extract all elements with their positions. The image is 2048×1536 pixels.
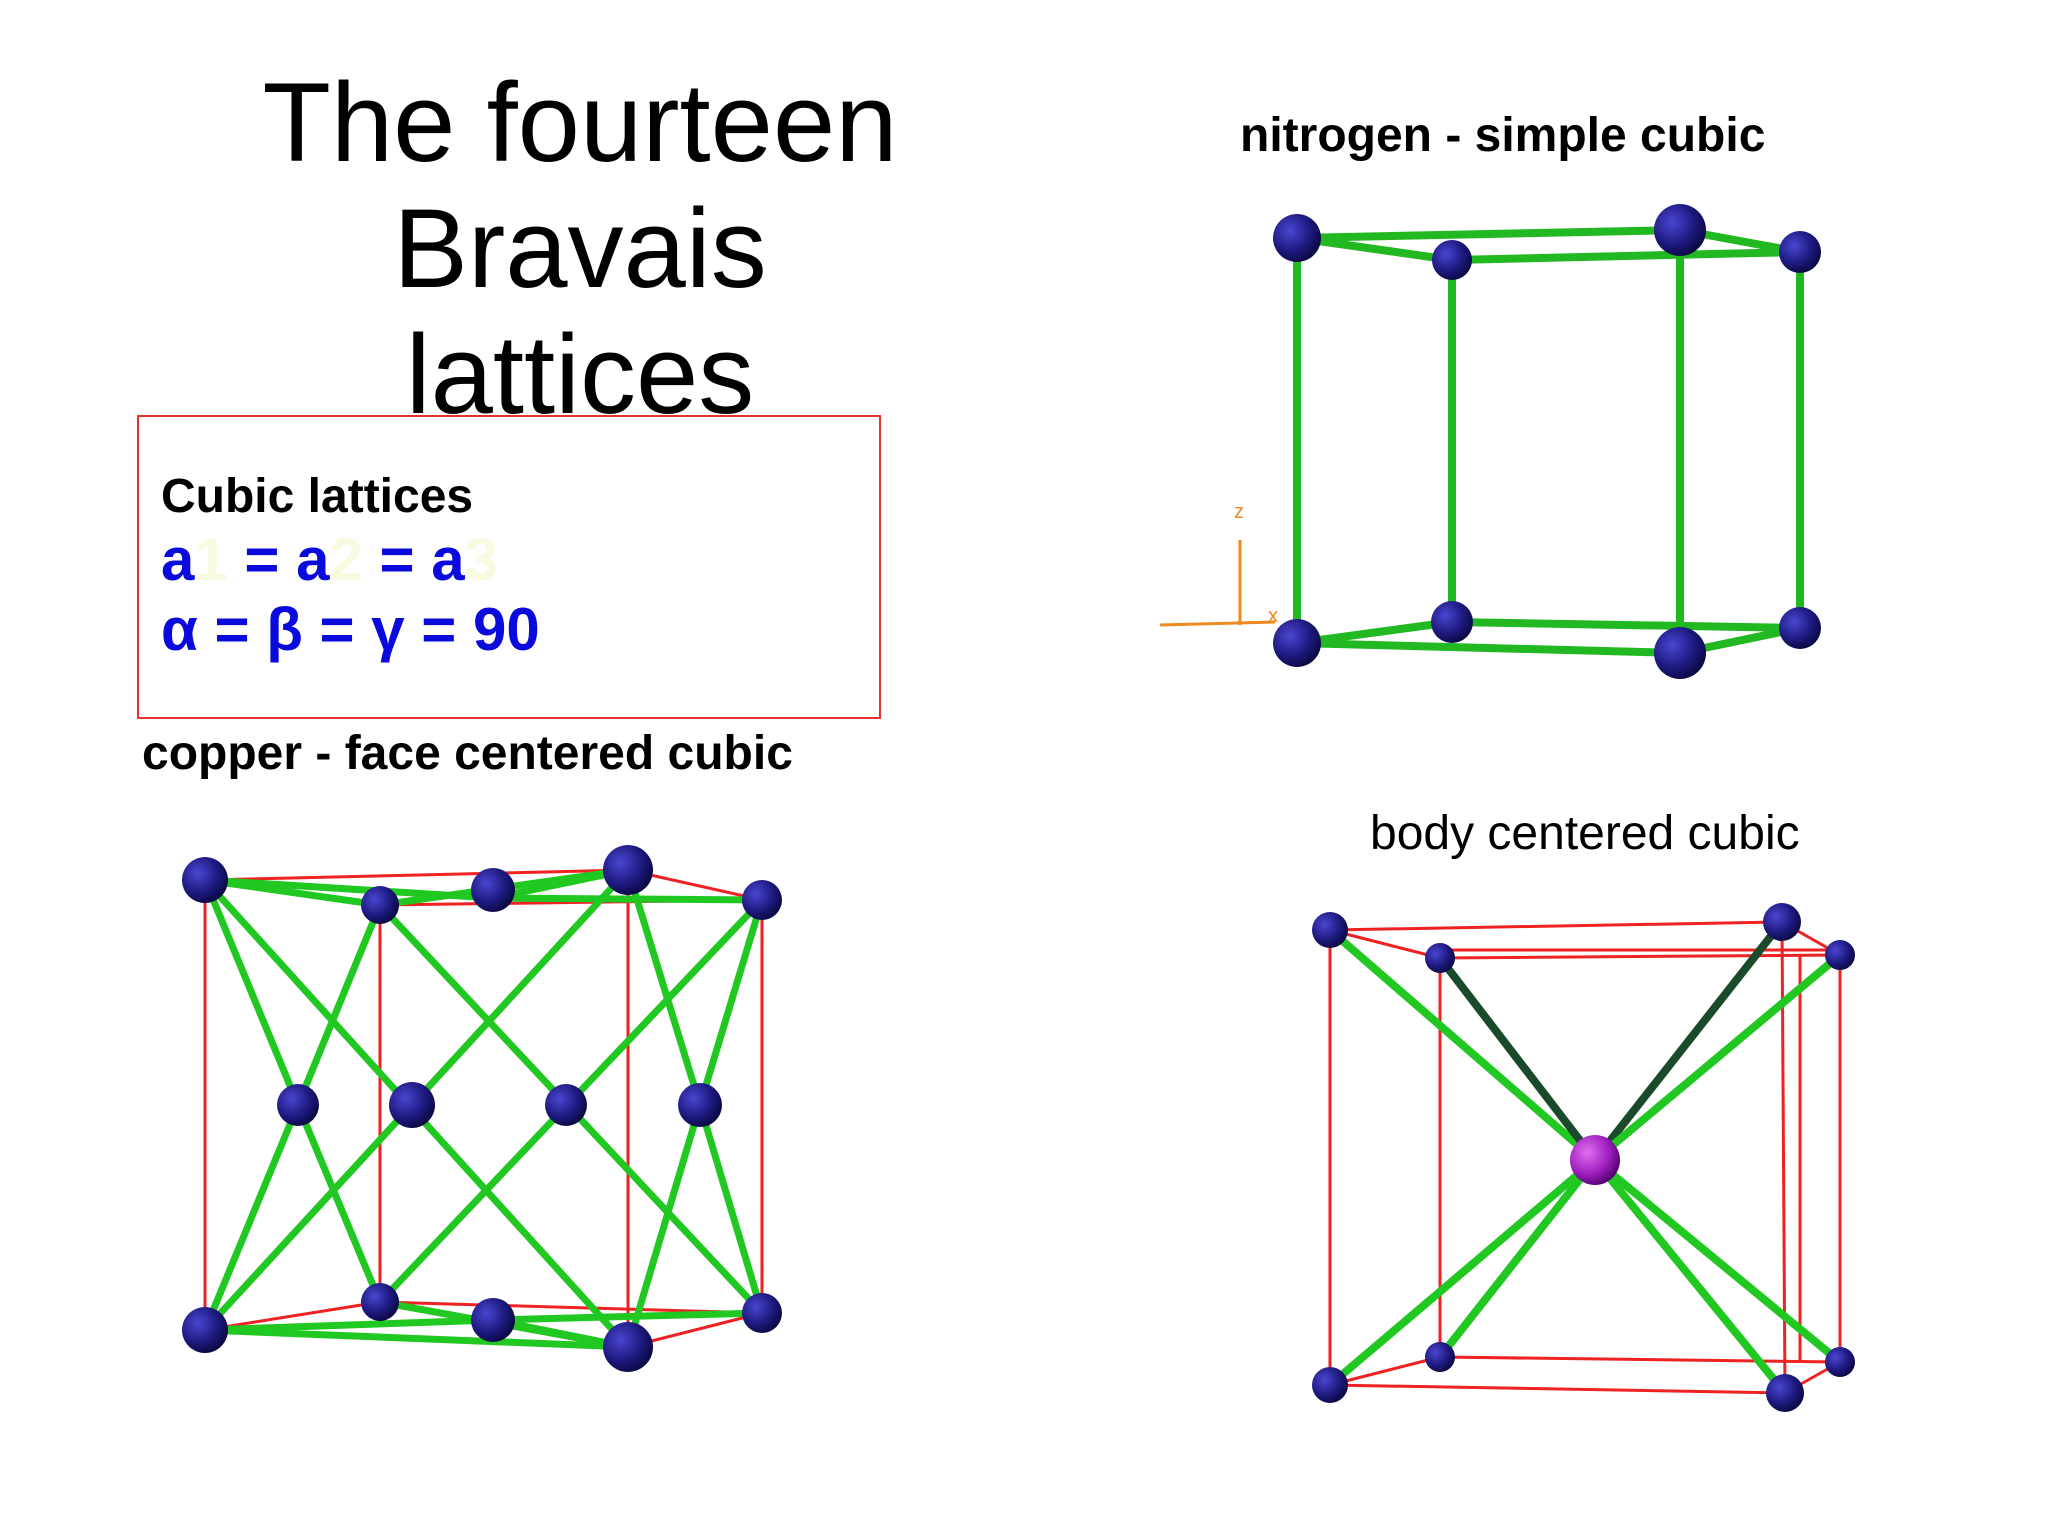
bcc-bonds	[1326, 918, 1844, 1397]
bcc-atoms	[1312, 903, 1855, 1412]
slide-title: The fourteen Bravais lattices	[180, 60, 980, 438]
title-line-2: Bravais	[393, 186, 767, 311]
eq-op-1: = a	[227, 526, 330, 593]
bcc-center-atom	[1570, 1135, 1620, 1185]
eq-a1: a	[161, 526, 195, 593]
cubic-lattices-box: Cubic lattices a1 = a2 = a3 α = β = γ = …	[137, 415, 881, 719]
lattice-vector-equation: a1 = a2 = a3	[161, 525, 498, 594]
nitrogen-label: nitrogen - simple cubic	[1240, 109, 1766, 162]
axis-x-label: x	[1268, 605, 1278, 627]
copper-label: copper - face centered cubic	[142, 727, 793, 780]
title-line-1: The fourteen	[262, 60, 898, 185]
simple-cubic-bonds	[1293, 226, 1804, 657]
eq-sub-1: 1	[194, 526, 228, 593]
eq-sub-3: 3	[464, 526, 498, 593]
eq-op-2: = a	[362, 526, 465, 593]
axis-indicator: z x	[1159, 501, 1278, 627]
eq-sub-2: 2	[329, 526, 363, 593]
fcc-atoms	[182, 845, 782, 1372]
bcc-label: body centered cubic	[1370, 807, 1800, 860]
axis-z-label: z	[1234, 501, 1244, 523]
cubic-lattices-heading: Cubic lattices	[161, 470, 474, 523]
face-centered-cubic-diagram	[182, 845, 782, 1372]
simple-cubic-atoms	[1273, 204, 1821, 679]
angle-equation: α = β = γ = 90	[161, 596, 540, 663]
simple-cubic-diagram: z x	[1159, 204, 1821, 679]
body-centered-cubic-diagram	[1312, 903, 1855, 1412]
